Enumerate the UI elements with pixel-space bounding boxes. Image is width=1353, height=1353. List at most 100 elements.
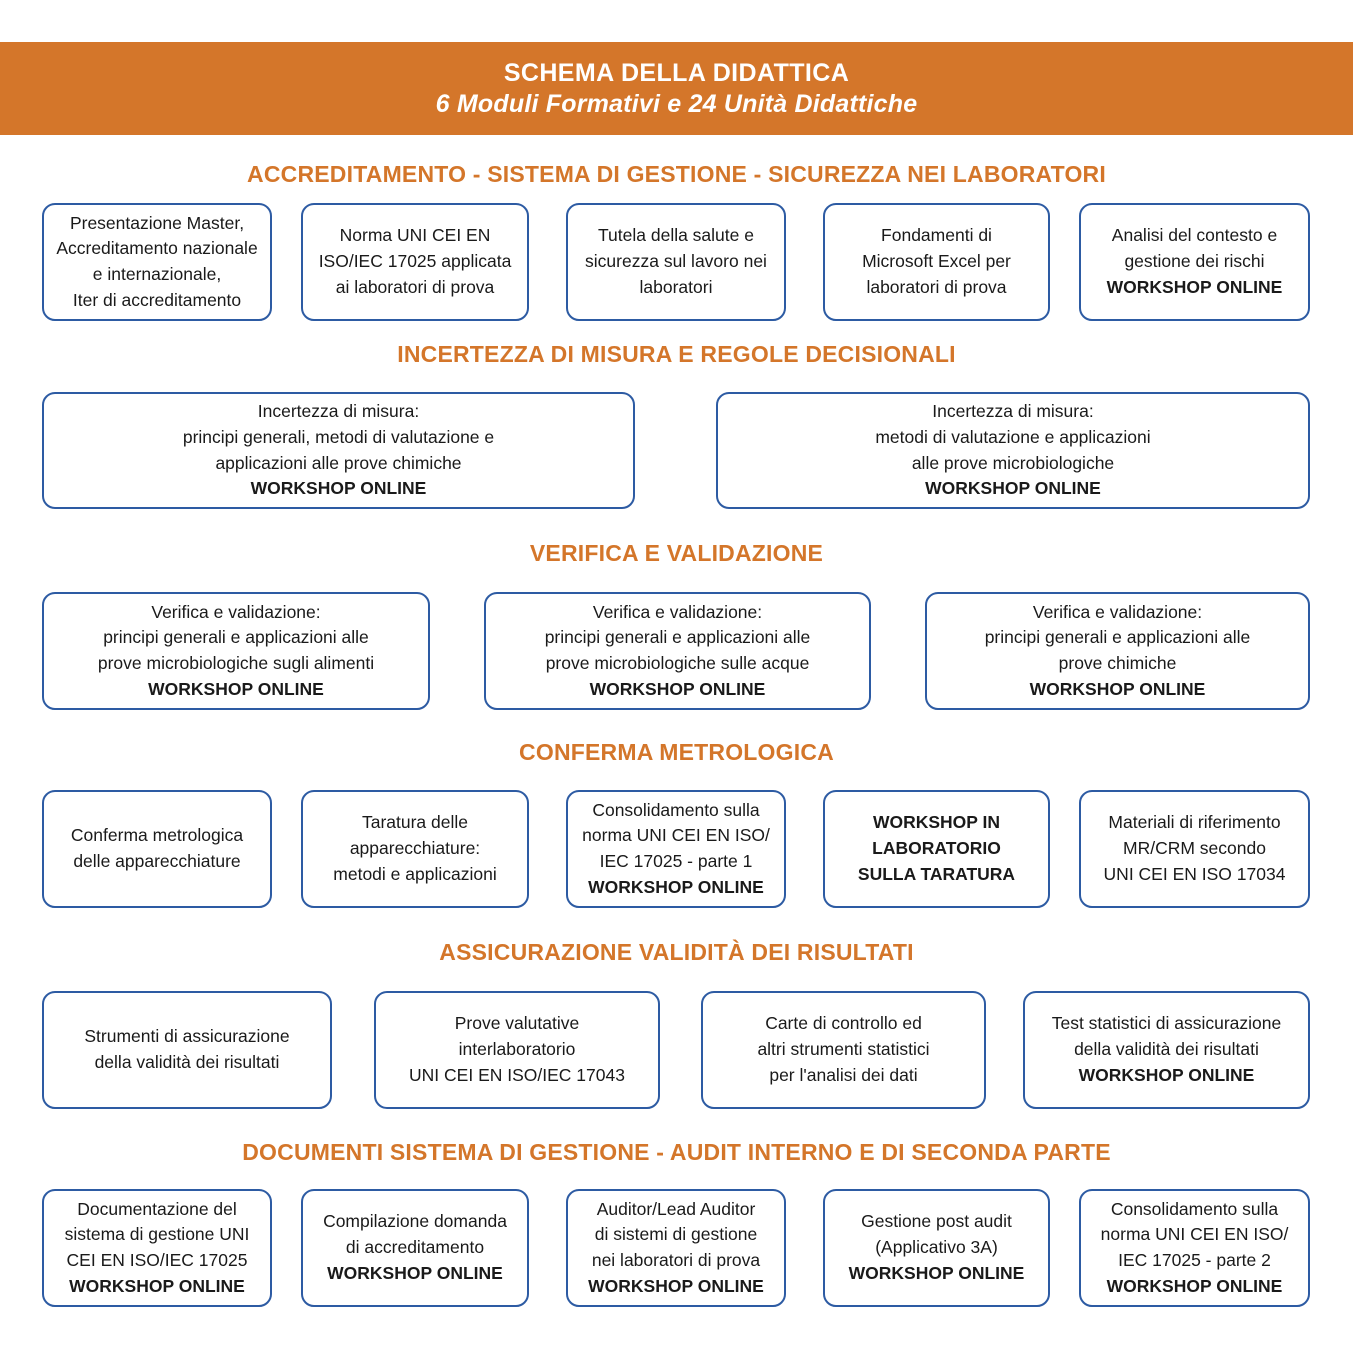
unit-box-line: norma UNI CEI EN ISO/: [1100, 1224, 1289, 1245]
unit-box-6-4[interactable]: Gestione post audit(Applicativo 3A)WORKS…: [823, 1189, 1050, 1307]
unit-box-1-2[interactable]: Norma UNI CEI EN ISO/IEC 17025 applicata a…: [301, 203, 529, 321]
unit-box-2-2[interactable]: Incertezza di misura:metodi di valutazio…: [716, 392, 1310, 509]
unit-box-line: WORKSHOP ONLINE: [1106, 1275, 1283, 1296]
unit-box-line: prove microbiologiche sugli alimenti: [97, 653, 375, 673]
unit-box-line: Fondamenti di: [881, 225, 992, 246]
unit-box-line: Norma UNI CEI EN: [339, 225, 491, 246]
unit-box-line: Compilazione domanda: [323, 1211, 507, 1232]
unit-box-line: metodi e applicazioni: [333, 863, 497, 884]
unit-box-1-1[interactable]: Presentazione Master, Accreditamento nazi…: [42, 203, 272, 321]
unit-box-line: sistema di gestione UNI: [64, 1224, 250, 1245]
unit-box-text: Presentazione Master, Accreditamento nazi…: [51, 211, 263, 314]
unit-box-line: WORKSHOP ONLINE: [1029, 678, 1206, 699]
unit-box-line: UNI CEI EN ISO/IEC 17043: [409, 1064, 625, 1085]
page-title: SCHEMA DELLA DIDATTICA: [503, 59, 850, 87]
unit-box-line: Taratura delle: [361, 812, 469, 833]
unit-box-line: Incertezza di misura:: [932, 401, 1094, 422]
unit-box-line: laboratori di prova: [866, 276, 1007, 297]
unit-box-line: Test statistici di assicurazione: [1051, 1013, 1282, 1034]
unit-box-line: ai laboratori di prova: [335, 276, 495, 297]
unit-box-line: Verifica e validazione:: [151, 601, 321, 622]
section-title-conferma: CONFERMA METROLOGICA: [519, 739, 834, 765]
unit-box-line: interlaboratorio: [458, 1039, 576, 1060]
unit-box-line: principi generali e applicazioni alle: [103, 627, 369, 648]
unit-box-text: Gestione post audit(Applicativo 3A)WORKS…: [832, 1209, 1041, 1286]
unit-box-3-3[interactable]: Verifica e validazione: principi generali…: [925, 592, 1310, 710]
unit-box-line: delle apparecchiature: [73, 851, 241, 871]
unit-box-text: Consolidamento sulla norma UNI CEI EN ISO…: [575, 798, 777, 901]
unit-box-line: laboratori: [639, 276, 713, 297]
unit-box-4-3[interactable]: Consolidamento sulla norma UNI CEI EN ISO…: [566, 790, 786, 908]
unit-box-line: Verifica e validazione:: [592, 601, 763, 622]
unit-box-2-1[interactable]: Incertezza di misura:principi generali, …: [42, 392, 635, 509]
unit-box-line: IEC 17025 - parte 1: [599, 851, 753, 871]
unit-box-text: Norma UNI CEI EN ISO/IEC 17025 applicata a…: [310, 223, 520, 300]
unit-box-line: principi generali, metodi di valutazione…: [182, 426, 495, 447]
unit-box-line: WORKSHOP ONLINE: [588, 1275, 764, 1296]
unit-box-line: applicazioni alle prove chimiche: [215, 452, 462, 473]
unit-box-line: per l'analisi dei dati: [769, 1064, 918, 1085]
unit-box-line: WORKSHOP ONLINE: [925, 478, 1101, 499]
unit-box-line: Verifica e validazione:: [1032, 601, 1203, 622]
section-title-accreditamento: ACCREDITAMENTO - SISTEMA DI GESTIONE - S…: [247, 161, 1106, 187]
unit-box-line: Accreditamento nazionale: [56, 238, 258, 259]
unit-box-line: prove chimiche: [1058, 653, 1177, 673]
unit-box-line: alle prove microbiologiche: [911, 452, 1115, 473]
unit-box-line: Tutela della salute e: [598, 225, 754, 246]
unit-box-line: norma UNI CEI EN ISO/: [582, 825, 770, 846]
unit-box-line: WORKSHOP IN: [872, 812, 1001, 833]
unit-box-line: WORKSHOP ONLINE: [327, 1262, 503, 1283]
unit-box-line: WORKSHOP ONLINE: [69, 1275, 245, 1296]
unit-box-text: Incertezza di misura:metodi di valutazio…: [725, 399, 1301, 502]
unit-box-line: Carte di controllo ed: [765, 1013, 922, 1034]
unit-box-line: (Applicativo 3A): [875, 1237, 998, 1258]
unit-box-3-1[interactable]: Verifica e validazione: principi generali…: [42, 592, 430, 710]
unit-box-line: di sistemi di gestione: [594, 1224, 758, 1245]
unit-box-line: principi generali e applicazioni alle: [544, 627, 811, 648]
unit-box-line: WORKSHOP ONLINE: [1106, 276, 1283, 297]
unit-box-line: di accreditamento: [345, 1237, 485, 1258]
unit-box-line: Microsoft Excel per: [862, 251, 1011, 272]
unit-box-line: ISO/IEC 17025 applicata: [318, 251, 512, 272]
unit-box-line: principi generali e applicazioni alle: [984, 627, 1251, 648]
unit-box-line: della validità dei risultati: [94, 1052, 280, 1072]
section-title-verifica: VERIFICA E VALIDAZIONE: [529, 540, 824, 566]
page-subtitle: 6 Moduli Formativi e 24 Unità Didattiche: [435, 89, 918, 118]
unit-box-1-3[interactable]: Tutela della salute e sicurezza sul lavor…: [566, 203, 786, 321]
unit-box-6-5[interactable]: Consolidamento sulla norma UNI CEI EN ISO…: [1079, 1189, 1310, 1307]
unit-box-text: Verifica e validazione: principi generali…: [934, 600, 1301, 703]
unit-box-line: WORKSHOP ONLINE: [848, 1262, 1025, 1283]
section-title-documenti: DOCUMENTI SISTEMA DI GESTIONE - AUDIT IN…: [242, 1139, 1111, 1165]
unit-box-3-2[interactable]: Verifica e validazione: principi generali…: [484, 592, 871, 710]
unit-box-line: Presentazione Master,: [69, 212, 245, 233]
unit-box-1-4[interactable]: Fondamenti di Microsoft Excel per laborato…: [823, 203, 1050, 321]
section-title-assicurazione: ASSICURAZIONE VALIDITÀ DEI RISULTATI: [439, 939, 914, 965]
unit-box-line: WORKSHOP ONLINE: [1078, 1064, 1255, 1085]
unit-box-line: Consolidamento sulla: [592, 799, 760, 820]
unit-box-line: MR/CRM secondo: [1123, 838, 1266, 859]
page-header-banner: SCHEMA DELLA DIDATTICA 6 Moduli Formativ…: [0, 42, 1353, 135]
unit-box-line: sicurezza sul lavoro nei: [585, 251, 767, 272]
unit-box-line: e internazionale,: [92, 264, 222, 284]
unit-box-line: Analisi del contesto e: [1111, 225, 1278, 246]
unit-box-line: Consolidamento sulla: [1110, 1198, 1279, 1219]
unit-box-line: WORKSHOP ONLINE: [588, 876, 764, 897]
